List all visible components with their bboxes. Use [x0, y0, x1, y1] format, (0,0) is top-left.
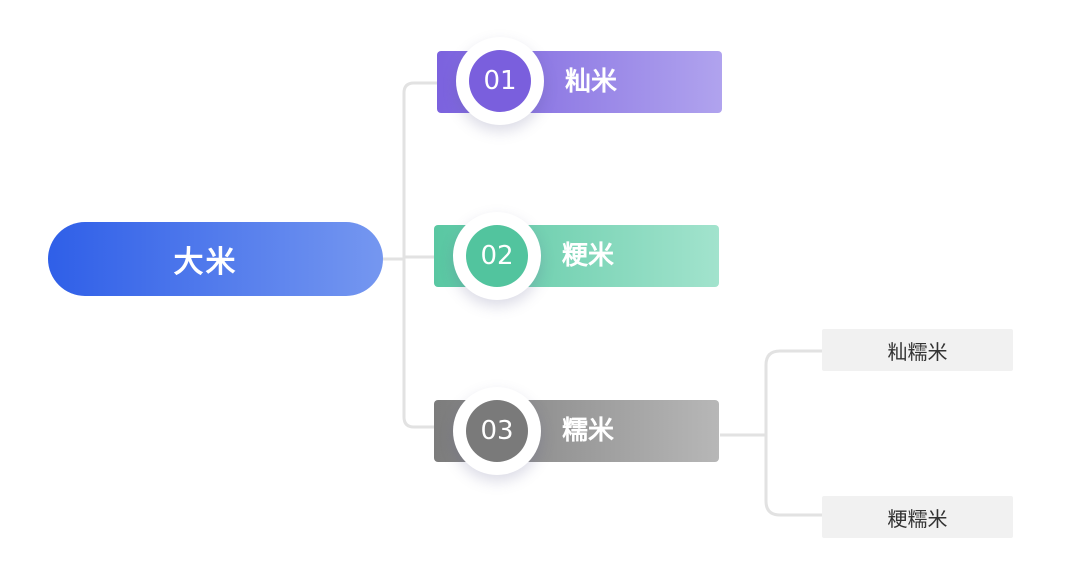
branch-1-label: 籼米 — [565, 67, 618, 97]
root-node: 大米 — [48, 222, 383, 296]
branch-2-number-badge: 02 — [453, 212, 541, 300]
branch-1-number-badge: 01 — [456, 37, 544, 125]
root-label: 大米 — [173, 245, 238, 280]
branch-2-number: 02 — [466, 225, 528, 287]
branch-2-label: 粳米 — [562, 241, 615, 271]
leaf-node-2: 粳糯米 — [822, 496, 1013, 538]
branch-3-number-badge: 03 — [453, 387, 541, 475]
branch-3-label: 糯米 — [562, 416, 615, 446]
connector-branch-1 — [402, 81, 437, 259]
connector-leaf-1 — [764, 349, 822, 517]
branch-3-number: 03 — [466, 400, 528, 462]
connector-branch-3 — [402, 259, 434, 429]
leaf-node-1: 籼糯米 — [822, 329, 1013, 371]
branch-1-number: 01 — [469, 50, 531, 112]
